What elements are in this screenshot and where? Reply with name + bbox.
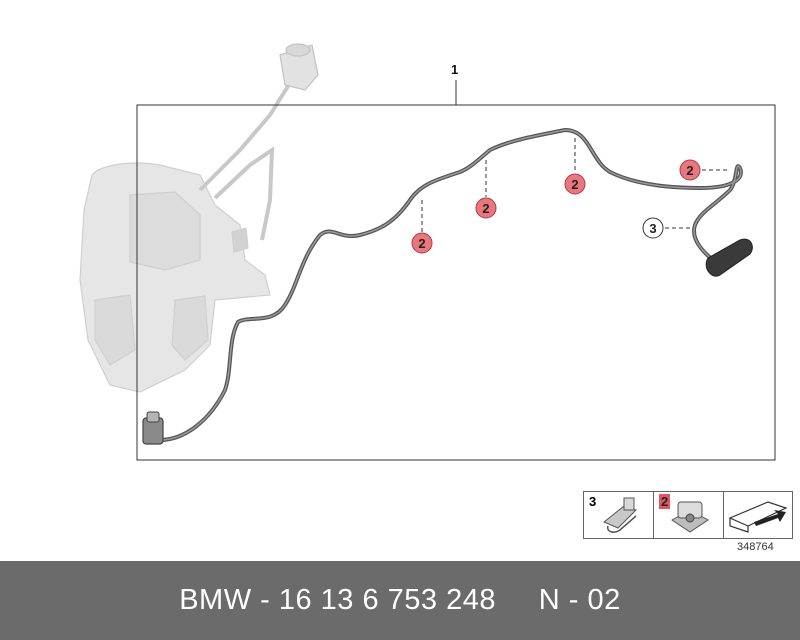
parts-legend: 3 2 xyxy=(583,491,793,539)
callout-leaders xyxy=(421,138,730,232)
legend-item-2: 2 xyxy=(654,492,724,538)
callout-2-d: 2 xyxy=(679,159,701,181)
parts-diagram: 1 2 2 2 2 3 xyxy=(79,43,776,461)
svg-text:2: 2 xyxy=(418,236,425,251)
legend-item-3: 3 xyxy=(584,492,654,538)
quick-connector xyxy=(142,411,164,445)
callout-2-c: 2 xyxy=(564,173,586,195)
diagram-reference-number: 348764 xyxy=(737,541,774,553)
pointer-arrow-icon xyxy=(728,501,788,533)
legend-number-2: 2 xyxy=(659,494,671,509)
rubber-hose-end xyxy=(705,238,753,277)
legend-number-3: 3 xyxy=(589,494,597,509)
callout-2-b: 2 xyxy=(475,197,497,219)
vent-line-highlight xyxy=(159,129,742,441)
svg-text:2: 2 xyxy=(482,201,489,216)
filler-cap-ghost xyxy=(279,43,319,91)
callout-2-a: 2 xyxy=(411,232,433,254)
svg-text:3: 3 xyxy=(649,221,656,236)
clip-icon xyxy=(603,497,637,533)
svg-text:2: 2 xyxy=(686,163,693,178)
filler-neck-ghost xyxy=(198,73,297,241)
legend-item-arrow xyxy=(724,492,792,538)
part-number-caption: BMW - 16 13 6 753 248 N - 02 xyxy=(179,584,621,616)
part-label-1: 1 xyxy=(451,62,458,77)
clamp-icon xyxy=(671,501,709,533)
svg-text:2: 2 xyxy=(571,177,578,192)
callout-3: 3 xyxy=(642,217,664,239)
fuel-tank-ghost xyxy=(79,162,271,393)
footer-bar: BMW - 16 13 6 753 248 N - 02 xyxy=(0,561,800,640)
